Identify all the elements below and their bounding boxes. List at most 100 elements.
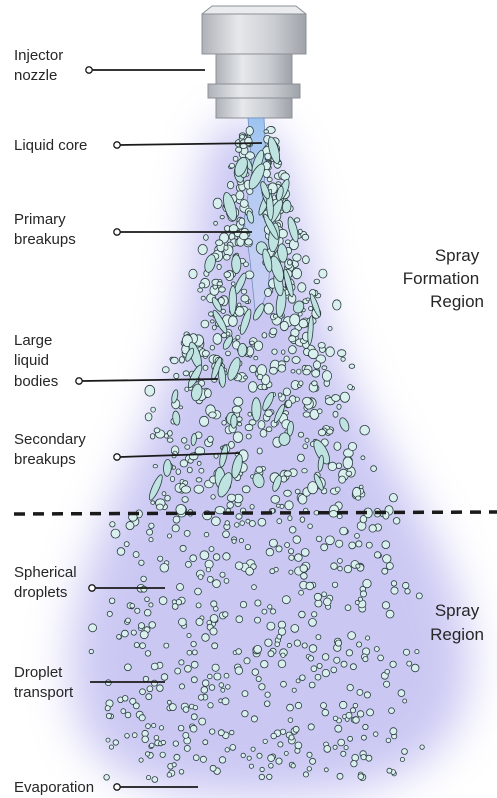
droplet (340, 527, 348, 535)
droplet (293, 536, 301, 544)
droplet (153, 465, 157, 468)
droplet (309, 682, 315, 688)
droplet (257, 753, 262, 758)
droplet (322, 709, 329, 716)
droplet (141, 576, 147, 582)
droplet (159, 597, 167, 605)
droplet (139, 758, 143, 762)
droplet (226, 351, 231, 356)
droplet (420, 745, 424, 749)
droplet (268, 755, 275, 762)
droplet (191, 641, 196, 646)
droplet (287, 704, 294, 711)
droplet (162, 367, 169, 373)
droplet (229, 316, 238, 327)
droplet (299, 319, 308, 328)
droplet (254, 341, 262, 351)
droplet (242, 711, 248, 717)
droplet (258, 421, 265, 429)
droplet (191, 677, 197, 683)
droplet (240, 135, 245, 139)
droplet (291, 764, 295, 768)
droplet (236, 514, 242, 520)
droplet (250, 365, 257, 372)
droplet (308, 656, 313, 661)
droplet (278, 393, 282, 397)
droplet (233, 156, 238, 161)
droplet (224, 673, 229, 678)
droplet (281, 681, 287, 687)
droplet (220, 215, 224, 218)
droplet (193, 755, 199, 761)
droplet (174, 373, 179, 378)
droplet (246, 519, 250, 523)
droplet (167, 534, 171, 538)
droplet (391, 587, 398, 594)
droplet (400, 757, 404, 761)
nozzle-collar (216, 54, 292, 84)
droplet (172, 763, 176, 767)
droplet (332, 395, 340, 402)
droplet (249, 521, 255, 527)
droplet (170, 476, 174, 481)
droplet (134, 642, 139, 647)
droplet (335, 487, 340, 492)
droplet (313, 361, 320, 369)
droplet (236, 616, 243, 623)
droplet (338, 559, 343, 564)
droplet (198, 575, 203, 580)
droplet (275, 642, 280, 647)
droplet (240, 521, 245, 526)
droplet (387, 768, 392, 773)
droplet (303, 397, 312, 405)
droplet (345, 605, 351, 611)
droplet (278, 628, 285, 635)
droplet (340, 392, 349, 402)
droplet (180, 545, 186, 551)
droplet (289, 549, 294, 554)
droplet (265, 410, 273, 417)
droplet (216, 240, 223, 246)
droplet (300, 517, 305, 522)
droplet (221, 688, 225, 692)
droplet (223, 531, 230, 538)
droplet (289, 336, 296, 342)
droplet (318, 409, 323, 414)
droplet (154, 735, 159, 740)
droplet (383, 555, 391, 563)
droplet (321, 544, 328, 551)
droplet (292, 688, 296, 692)
droplet (252, 669, 259, 676)
label-secondary-breakups: Secondary breakups (14, 431, 90, 468)
droplet (269, 539, 277, 547)
droplet (291, 625, 299, 633)
droplet (168, 431, 173, 437)
droplet (181, 486, 190, 493)
droplet (311, 666, 317, 672)
droplet (219, 683, 224, 688)
droplet (356, 564, 360, 568)
droplet (193, 705, 197, 709)
droplet (251, 747, 255, 751)
droplet (139, 560, 144, 565)
droplet (357, 689, 363, 695)
droplet (236, 191, 244, 200)
droplet (202, 634, 210, 642)
droplet (179, 618, 187, 626)
droplet (288, 516, 292, 521)
droplet (159, 726, 163, 730)
droplet (416, 593, 422, 599)
droplet (328, 326, 332, 330)
droplet (403, 699, 407, 703)
label-spherical-droplets: Spherical droplets (14, 564, 81, 601)
droplet (324, 598, 332, 606)
droplet (125, 734, 130, 739)
droplet (269, 764, 274, 769)
droplet (321, 703, 327, 709)
droplet (110, 522, 115, 527)
liquid-body (252, 398, 262, 422)
droplet (213, 554, 220, 561)
droplet (318, 343, 325, 349)
droplet (284, 490, 292, 496)
droplet (162, 492, 166, 496)
